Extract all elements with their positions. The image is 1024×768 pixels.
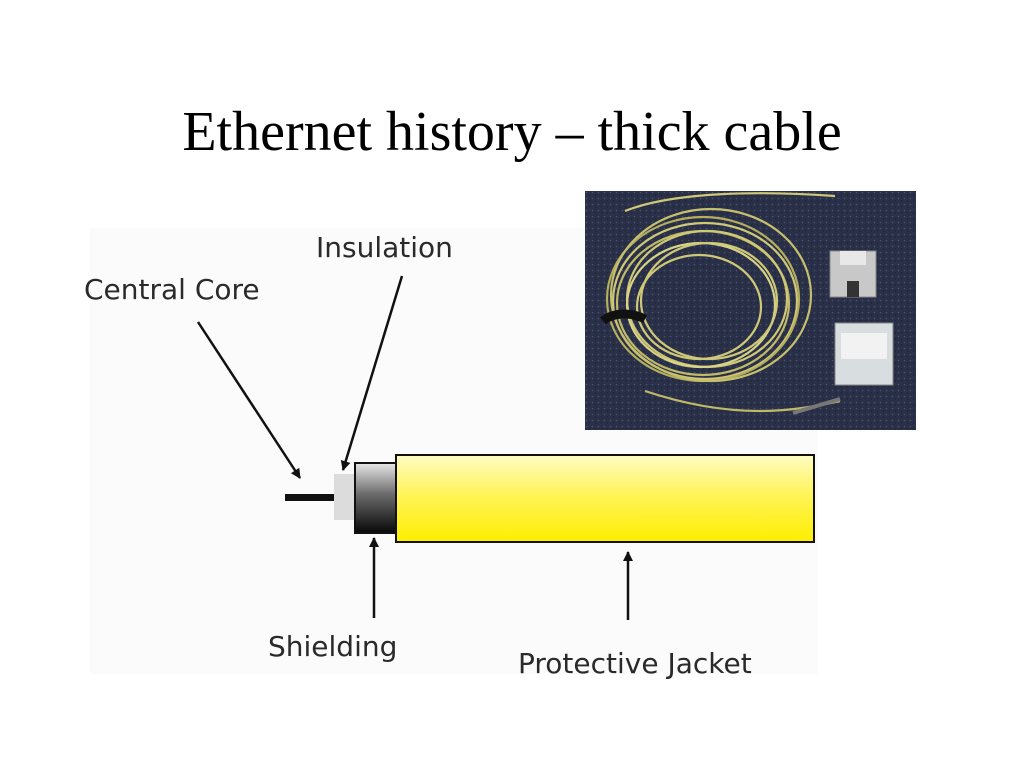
cable-tie	[600, 309, 648, 325]
shielding-label: Shielding	[268, 630, 397, 663]
protective-jacket	[395, 454, 815, 543]
shielding-layer	[354, 462, 397, 534]
central-core-arrow	[196, 321, 302, 479]
insulation-arrow	[340, 275, 404, 471]
insulation-label: Insulation	[316, 231, 453, 264]
coiled-cable	[605, 192, 841, 413]
central-core-wire	[285, 494, 335, 501]
insulation-layer	[334, 474, 356, 520]
central-core-label: Central Core	[84, 273, 260, 306]
protective-jacket-label: Protective Jacket	[518, 647, 752, 680]
thick-cable-photo	[585, 191, 916, 430]
slide-title: Ethernet history – thick cable	[182, 101, 842, 163]
